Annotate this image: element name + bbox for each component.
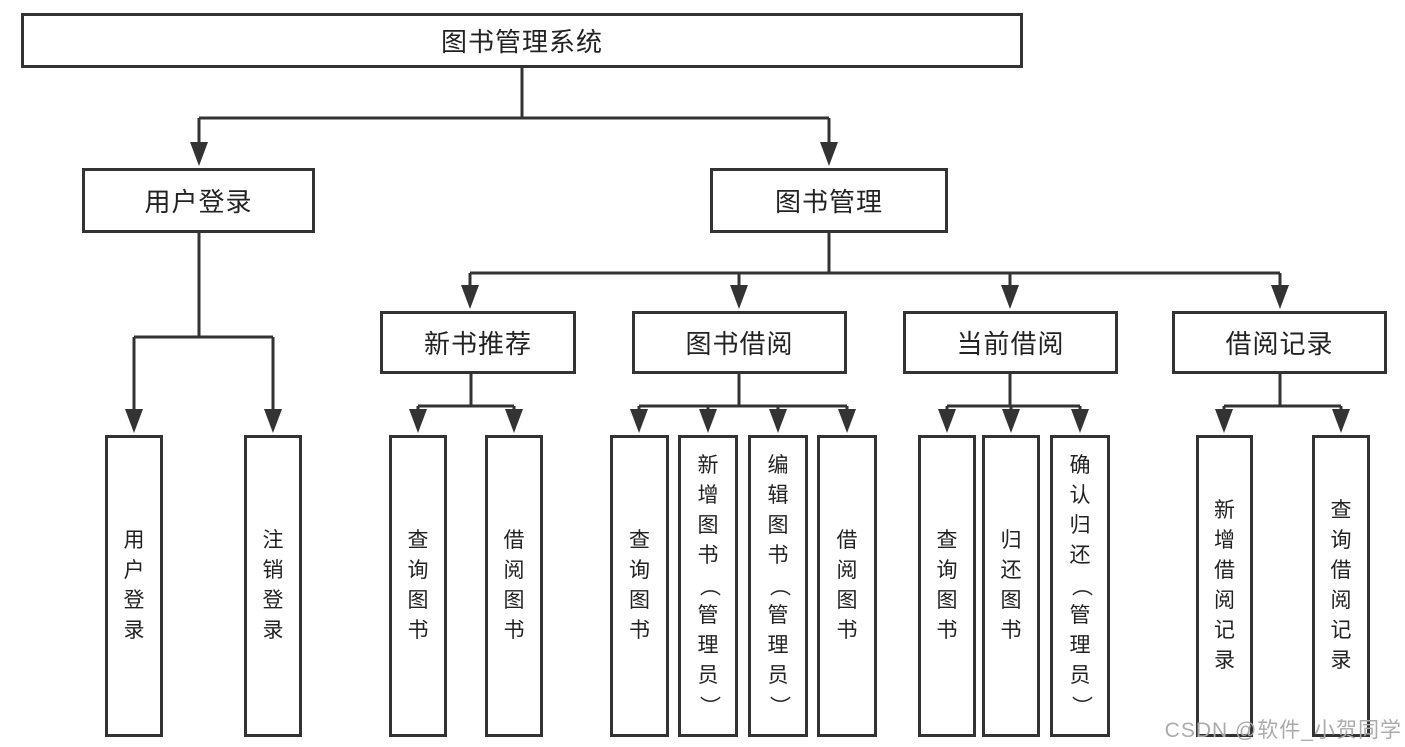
leaf-confirm-return-admin: 确认归还（管理员）	[1050, 435, 1110, 737]
leaf-return-book: 归还图书	[982, 435, 1040, 737]
node-label: 查询借阅记录	[1330, 499, 1352, 672]
node-label: 图书管理	[774, 187, 883, 217]
leaf-user-login: 用户登录	[105, 435, 163, 737]
leaf-add-book-admin: 新增图书（管理员）	[678, 435, 738, 737]
leaf-query-books-current: 查询图书	[918, 435, 976, 737]
node-label: 新书推荐	[423, 329, 532, 359]
node-label: 借阅图书	[836, 529, 858, 642]
node-label: 用户登录	[144, 187, 253, 217]
node-label: 查询图书	[936, 529, 958, 642]
leaf-logout: 注销登录	[244, 435, 302, 737]
connector-current-to-leaves	[938, 374, 1089, 433]
connector-bookmgmt-to-level3	[461, 233, 1289, 309]
node-label: 新增图书（管理员）	[697, 454, 720, 717]
node-label: 确认归还（管理员）	[1069, 454, 1092, 717]
leaf-edit-book-admin: 编辑图书（管理员）	[748, 435, 808, 737]
node-label: 归还图书	[1000, 529, 1022, 642]
leaf-query-books-recommend: 查询图书	[389, 435, 447, 737]
connector-borrow-to-leaves	[630, 374, 856, 433]
node-label: 图书借阅	[685, 329, 794, 359]
node-label: 编辑图书（管理员）	[767, 454, 790, 717]
node-label: 图书管理系统	[440, 27, 603, 57]
csdn-watermark: CSDN @软件_小贺同学	[1164, 719, 1402, 742]
connector-newbook-to-leaves	[409, 374, 523, 433]
node-user-login: 用户登录	[82, 168, 315, 233]
node-current-borrowing: 当前借阅	[903, 311, 1118, 374]
node-label: 查询图书	[407, 529, 429, 642]
node-label: 注销登录	[262, 529, 284, 642]
leaf-query-borrow-record: 查询借阅记录	[1312, 435, 1370, 737]
connector-root-to-level2	[190, 66, 838, 166]
node-label: 当前借阅	[956, 329, 1065, 359]
leaf-add-borrow-record: 新增借阅记录	[1196, 435, 1253, 737]
node-book-management: 图书管理	[710, 168, 948, 233]
leaf-borrow-books: 借阅图书	[817, 435, 877, 737]
node-label: 用户登录	[123, 529, 145, 642]
connector-records-to-leaves	[1215, 374, 1350, 433]
node-label: 新增借阅记录	[1214, 499, 1235, 672]
node-label: 借阅图书	[503, 529, 525, 642]
node-label: 借阅记录	[1225, 329, 1334, 359]
node-borrowing-records: 借阅记录	[1172, 311, 1387, 374]
node-new-book-recommendation: 新书推荐	[380, 311, 576, 374]
node-label: 查询图书	[629, 529, 650, 642]
leaf-query-books-borrow: 查询图书	[610, 435, 669, 737]
connector-login-to-leaves	[125, 233, 282, 433]
leaf-borrow-books-recommend: 借阅图书	[485, 435, 543, 737]
node-library-management-system: 图书管理系统	[21, 13, 1023, 68]
node-book-borrowing: 图书借阅	[632, 311, 847, 374]
